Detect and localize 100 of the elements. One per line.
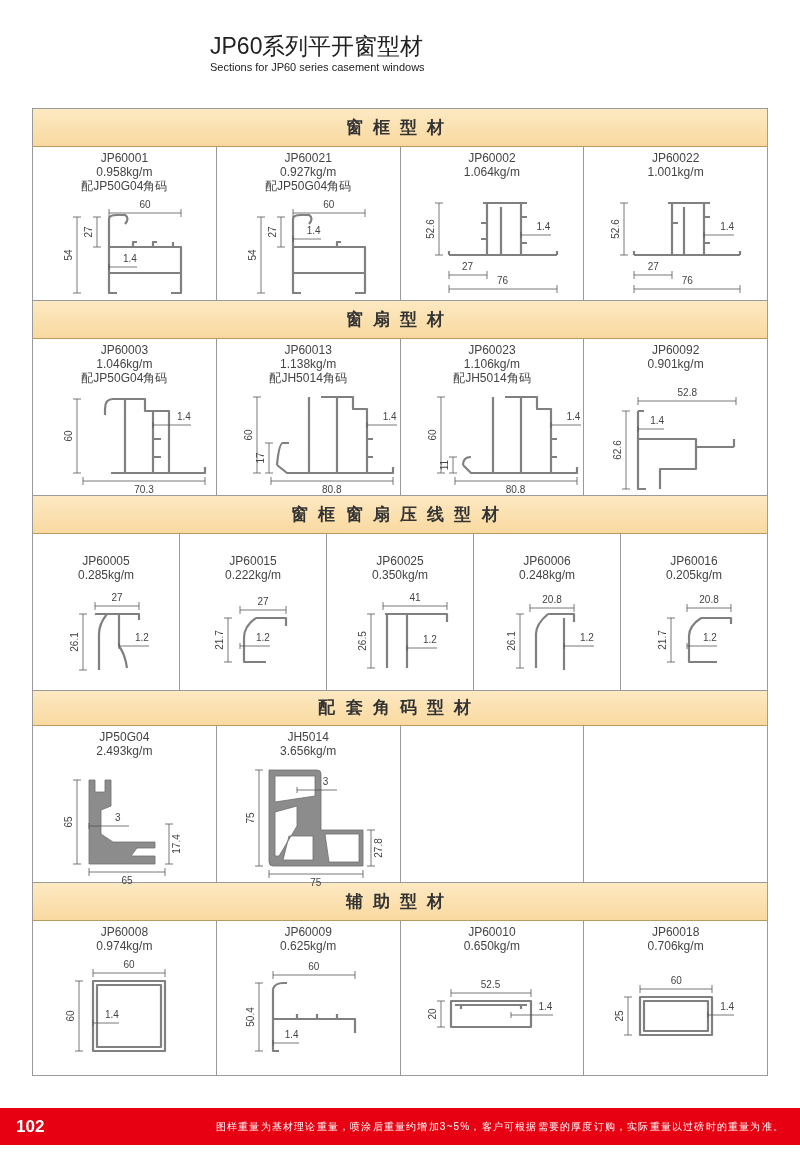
dimension-label: 26.1 [507,631,517,651]
unit-weight: 2.493kg/m [96,744,153,758]
unit-weight: 0.350kg/m [371,568,428,582]
dimension-label: 60 [139,200,151,210]
dimension-label: 60 [670,976,682,986]
dimension-label: 52.8 [677,388,697,398]
profile-cell [474,534,621,691]
dimension-label: 54 [64,249,74,261]
dimension-label: 20 [427,1008,438,1020]
dimension-label: 60 [243,429,254,441]
corner-key-note: 配JP50G04角码 [265,179,352,193]
unit-weight: 0.974kg/m [96,939,153,953]
profile-cell [33,147,217,301]
corner-key-note: 配JP50G04角码 [81,371,168,385]
dimension-label: 80.8 [505,485,526,495]
dimension-label: 60 [64,430,74,442]
profile-code: JP60018 [651,925,700,939]
dimension-label: 27 [84,226,94,238]
dimension-label: 1.4 [566,412,581,422]
section-header-band [33,496,768,534]
dimension-label: 62.6 [613,440,624,460]
dimension-label: 1.4 [382,412,397,422]
profile-code: JP60021 [284,151,332,165]
profile-code: JP60008 [100,925,149,939]
dimension-label: 1.4 [105,1010,119,1020]
section-header-band [33,109,768,147]
section-title: 辅助型材 [345,890,455,913]
dimension-label: 60 [123,960,135,970]
profile-cell [216,147,401,301]
unit-weight: 0.958kg/m [96,165,153,179]
dimension-label: 1.4 [720,222,735,232]
dimension-label: 60 [66,1010,76,1022]
corner-key-note: 配JP50G04角码 [81,179,168,193]
dimension-label: 1.4 [720,1002,735,1012]
dimension-label: 1.4 [306,226,321,236]
dimension-label: 75 [245,812,256,824]
corner-key-note: 配JH5014角码 [269,371,347,385]
dimension-label: 80.8 [322,485,342,495]
profile-cell [33,339,217,496]
profile-cell [216,921,401,1076]
profile-code: JP60001 [100,151,149,165]
dimension-label: 1.4 [284,1030,299,1040]
dimension-label: 1.2 [423,635,437,645]
profile-code: JH5014 [287,730,329,744]
dimension-label: 3 [115,813,121,823]
unit-weight: 0.285kg/m [77,568,134,582]
dimension-label: 20.8 [542,595,562,605]
dimension-label: 17 [255,452,266,464]
dimension-label: 65 [64,816,74,828]
dimension-label: 1.2 [135,633,149,643]
dimension-label: 27 [647,262,659,272]
profile-code: JP60002 [468,151,516,165]
dimension-label: 26.1 [70,632,80,652]
dimension-label: 1.4 [123,254,137,264]
unit-weight: 0.706kg/m [647,939,704,953]
footer-note: 图样重量为基材理论重量，喷涂后重量约增加3~5%，客户可根据需要的厚度订购，实际重量以过磅时的重量为准。 [215,1120,784,1134]
profile-cell [33,534,180,691]
profile-cell [621,534,768,691]
profile-cell [400,147,585,301]
dimension-label: 1.4 [538,1002,553,1012]
profile-code: JP60013 [284,343,332,357]
dimension-label: 25 [615,1010,626,1022]
profile-code: JP60006 [523,554,571,568]
dimension-label: 1.2 [256,633,270,643]
unit-weight: 1.001kg/m [647,165,704,179]
dimension-label: 21.7 [215,630,225,650]
dimension-label: 60 [323,200,335,210]
profile-cell [584,339,768,496]
unit-weight: 0.248kg/m [518,568,575,582]
profile-code: JP60016 [670,554,718,568]
dimension-label: 54 [247,249,258,261]
profile-cell [584,921,768,1076]
dimension-label: 1.4 [650,416,665,426]
profile-cell [327,534,474,691]
profile-cell [400,339,585,496]
dimension-label: 11 [439,459,450,471]
dimension-label: 17.4 [172,834,182,854]
dimension-label: 27 [267,226,278,238]
unit-weight: 1.064kg/m [463,165,520,179]
page-title: JP60系列平开窗型材 [210,32,425,60]
unit-weight: 0.927kg/m [280,165,337,179]
unit-weight: 3.656kg/m [280,744,337,758]
profile-code: JP60010 [468,925,516,939]
unit-weight: 0.901kg/m [647,357,704,371]
dimension-label: 1.4 [177,412,191,422]
profile-cell [33,726,217,883]
dimension-label: 27 [461,262,474,272]
dimension-label: 76 [496,276,509,286]
section-title: 配套角码型材 [318,697,482,720]
dimension-label: 1.2 [580,633,594,643]
profile-code: JP60003 [100,343,149,357]
page-subtitle: Sections for JP60 series casement windows [210,60,425,74]
dimension-label: 27 [111,593,123,603]
profile-cell [400,921,585,1076]
section-title: 窗框窗扇压线型材 [291,503,509,526]
unit-weight: 1.138kg/m [280,357,337,371]
dimension-label: 20.8 [699,595,719,605]
unit-weight: 0.650kg/m [463,939,520,953]
profile-code: JP50G04 [99,730,150,744]
profile-code: JP60025 [376,554,424,568]
